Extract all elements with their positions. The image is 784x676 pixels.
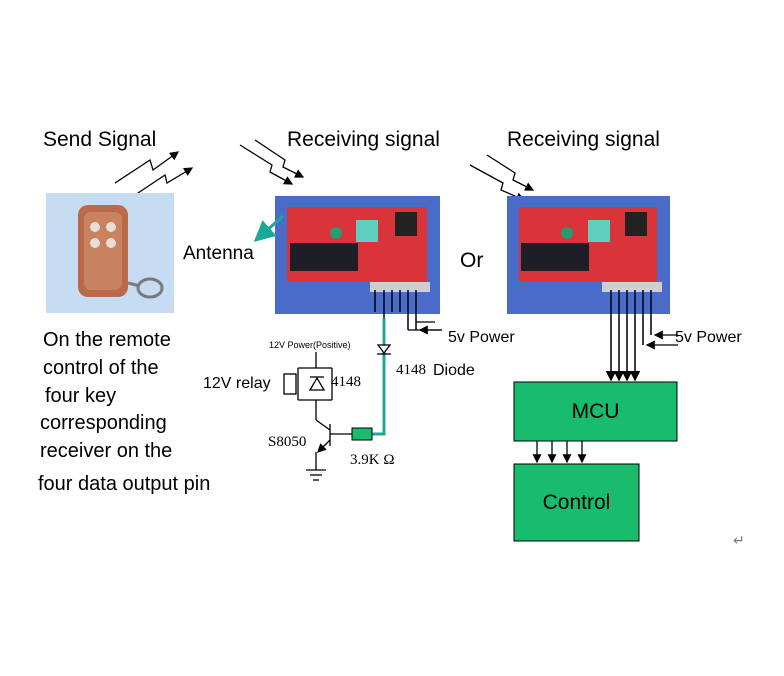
antenna-label: Antenna [183,243,254,264]
receiver-board-1 [275,196,440,314]
receiver-board-1-pins [374,290,417,330]
description-line-3: four key [45,385,117,407]
description-line-6: four data output pin [38,473,211,495]
diode-4148-relay-label: 4148 [331,374,361,390]
antenna-arrow [253,214,284,242]
transistor-label: S8050 [268,434,307,450]
return-mark-icon: ↵ [733,532,745,548]
or-label: Or [460,249,484,272]
description-line-5: receiver on the [40,440,173,462]
receive-signal-waves-icon-2 [469,154,535,202]
remote-control-image [46,193,174,313]
diode-word-label: Diode [433,362,475,379]
receiver-board-2 [507,196,670,314]
resistor-symbol [351,427,373,441]
description-line-4: corresponding [40,412,167,434]
power-5v-arrows-2 [645,330,678,350]
power-5v-label-1: 5v Power [448,329,515,346]
mcu-block [513,381,678,442]
send-signal-waves-icon [114,151,194,196]
receiving-signal-label-1: Receiving signal [287,128,440,151]
description-line-2: control of the [43,357,159,379]
power-5v-arrows-1 [408,321,442,335]
power-12v-label: 12V Power(Positive) [269,340,351,350]
receiver-board-2-pins [605,290,652,382]
mcu-label: MCU [571,399,620,423]
signal-wire [372,318,386,436]
receiving-signal-label-2: Receiving signal [507,128,660,151]
description-line-1: On the remote [43,329,171,351]
send-signal-label: Send Signal [43,128,157,151]
control-label: Control [542,490,611,514]
diode-4148-symbol [376,344,392,355]
control-block [513,463,640,542]
diode-4148-label: 4148 [396,362,426,378]
resistor-label: 3.9K Ω [350,452,395,468]
receive-signal-waves-icon-1 [239,139,305,185]
relay-12v-label: 12V relay [203,375,271,392]
relay-circuit [283,352,352,481]
power-5v-label-2: 5v Power [675,329,742,346]
mcu-to-control-arrows [532,441,587,464]
